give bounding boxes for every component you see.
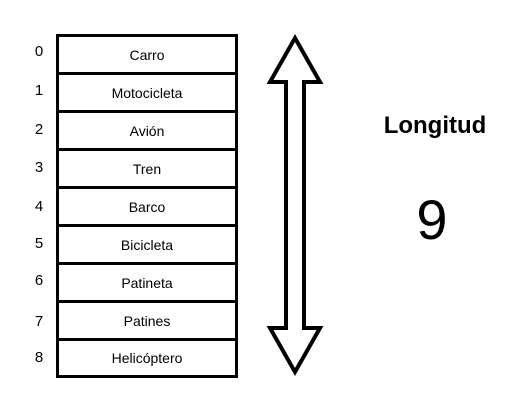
index-label: 2 [34, 121, 44, 138]
index-label: 3 [34, 159, 44, 176]
array-cell: Tren [59, 151, 235, 189]
index-label: 8 [34, 349, 44, 366]
array-cell: Motocicleta [59, 75, 235, 113]
array-cell: Barco [59, 189, 235, 227]
cell-value: Patines [123, 312, 171, 329]
index-label: 6 [34, 272, 44, 289]
cell-value: Patineta [121, 274, 173, 291]
cell-value: Barco [128, 198, 166, 215]
cell-value: Carro [129, 46, 165, 63]
cell-value: Tren [132, 160, 162, 177]
index-label: 4 [34, 198, 44, 215]
array-cell: Patines [59, 303, 235, 341]
index-label: 7 [34, 313, 44, 330]
array-cell: Avión [59, 113, 235, 151]
array-box: Carro Motocicleta Avión Tren Barco Bicic… [56, 34, 238, 378]
array-cell: Carro [59, 37, 235, 75]
double-arrow-icon [266, 33, 324, 377]
array-cell: Patineta [59, 265, 235, 303]
index-label: 5 [34, 235, 44, 252]
cell-value: Helicóptero [111, 350, 183, 366]
length-value: 9 [416, 188, 448, 251]
array-cell: Bicicleta [59, 227, 235, 265]
index-label: 1 [34, 82, 44, 99]
cell-value: Avión [129, 122, 165, 139]
array-cell: Helicóptero [59, 341, 235, 375]
cell-value: Bicicleta [120, 236, 174, 253]
length-title: Longitud [383, 112, 487, 139]
index-label: 0 [34, 43, 44, 60]
cell-value: Motocicleta [111, 84, 183, 101]
